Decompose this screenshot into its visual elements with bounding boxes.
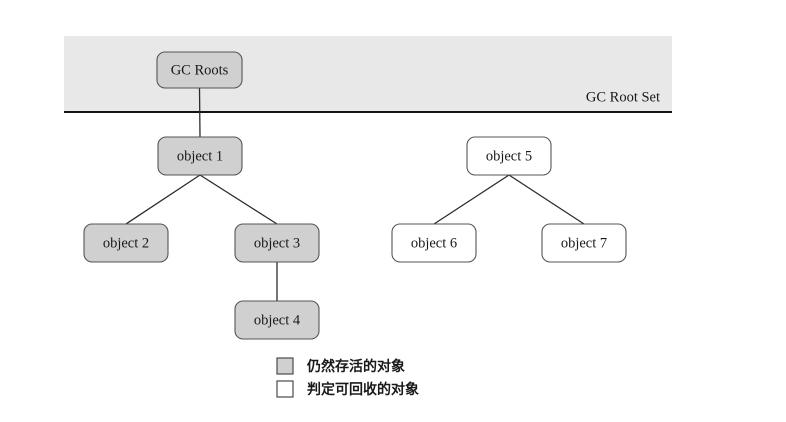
edge-gcroots-object1 <box>198 87 201 138</box>
edge-object5-object6 <box>433 174 510 225</box>
gc-root-set-band: GC Root Set <box>64 36 672 114</box>
edge-layer <box>125 87 585 301</box>
legend-item-garbage: 判定可回收的对象 <box>276 380 419 398</box>
node-box-object-3[interactable] <box>234 223 320 263</box>
node-label-object-6: object 6 <box>411 235 457 251</box>
node-object-1[interactable]: object 1 <box>157 136 243 176</box>
node-box-object-7[interactable] <box>541 223 627 263</box>
legend-label-alive: 仍然存活的对象 <box>306 358 405 375</box>
node-box-object-5[interactable] <box>466 136 552 176</box>
gc-root-set-region <box>64 36 672 112</box>
legend-swatch-garbage <box>276 380 294 398</box>
node-layer: GC Roots object 1 object 2 object 3 object 4… <box>83 51 627 340</box>
gc-root-set-label: GC Root Set <box>586 89 660 105</box>
node-object-5[interactable]: object 5 <box>466 136 552 176</box>
node-label-object-5: object 5 <box>486 148 532 164</box>
node-object-2[interactable]: object 2 <box>83 223 169 263</box>
legend-item-alive: 仍然存活的对象 <box>276 357 405 375</box>
legend-swatch-alive <box>276 357 294 375</box>
node-label-object-3: object 3 <box>254 235 300 251</box>
edge-object5-object7 <box>508 174 585 225</box>
node-object-7[interactable]: object 7 <box>541 223 627 263</box>
node-box-object-6[interactable] <box>391 223 477 263</box>
legend-label-garbage: 判定可回收的对象 <box>307 381 419 398</box>
node-label-object-1: object 1 <box>177 148 223 164</box>
node-label-object-4: object 4 <box>254 312 301 328</box>
node-object-4[interactable]: object 4 <box>234 300 320 340</box>
node-object-3[interactable]: object 3 <box>234 223 320 263</box>
node-label-object-7: object 7 <box>561 235 607 251</box>
node-object-6[interactable]: object 6 <box>391 223 477 263</box>
node-label-object-2: object 2 <box>103 235 149 251</box>
node-label-gc-roots: GC Roots <box>171 62 229 78</box>
node-box-object-2[interactable] <box>83 223 169 263</box>
node-box-object-1[interactable] <box>157 136 243 176</box>
node-box-gc-roots[interactable] <box>156 51 243 89</box>
node-box-object-4[interactable] <box>234 300 320 340</box>
node-gc-roots[interactable]: GC Roots <box>156 51 243 89</box>
edge-object1-object3 <box>199 174 278 225</box>
edge-object1-object2 <box>125 174 201 225</box>
